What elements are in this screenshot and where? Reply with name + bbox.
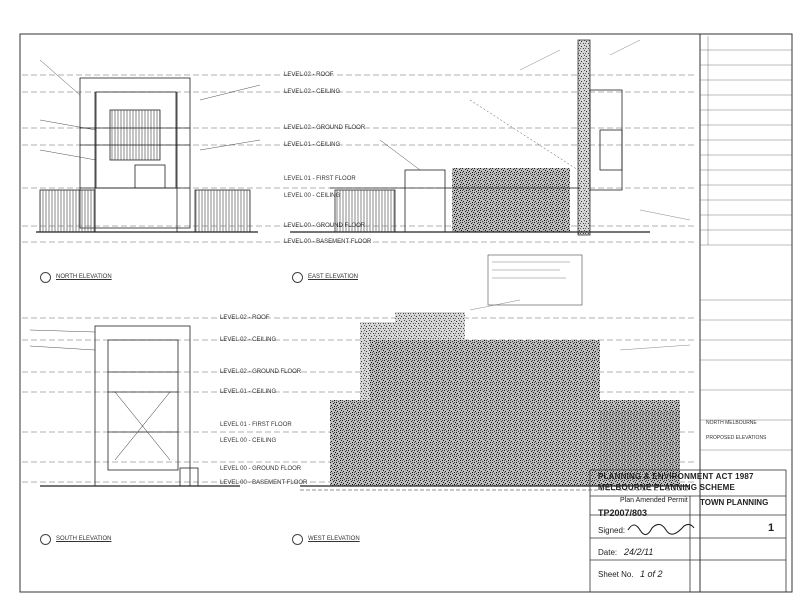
level-label: LEVEL 00 - CEILING <box>284 193 341 199</box>
level-label: LEVEL 02 - ROOF <box>284 72 334 78</box>
title-block: NORTH MELBOURNE PROPOSED ELEVATIONS <box>700 35 792 590</box>
east-elevation-drawing <box>290 39 650 306</box>
level-label: LEVEL 00 - GROUND FLOOR <box>284 223 366 229</box>
sheet-number-large: 1 <box>768 522 775 534</box>
town-planning-label: TOWN PLANNING <box>700 498 769 507</box>
level-label: LEVEL 00 - CEILING <box>220 438 277 444</box>
planning-stamp-box <box>589 469 787 593</box>
level-label: LEVEL 02 - GROUND FLOOR <box>220 369 302 375</box>
south-elevation-title: SOUTH ELEVATION <box>56 536 112 542</box>
north-elevation-title: NORTH ELEVATION <box>56 274 112 280</box>
level-label: LEVEL 00 - GROUND FLOOR <box>220 466 302 472</box>
stamp-act: PLANNING & ENVIRONMENT ACT 1987 <box>598 472 754 481</box>
east-view-marker <box>292 272 303 283</box>
east-elevation-title: EAST ELEVATION <box>308 274 359 280</box>
west-elevation-drawing <box>300 312 690 491</box>
west-view-marker <box>292 534 303 545</box>
north-elevation-drawing <box>36 59 261 233</box>
stamp-date: 24/2/11 <box>624 547 654 557</box>
level-label: LEVEL 02 - ROOF <box>220 315 270 321</box>
permit-number: TP2007/803 <box>598 508 648 518</box>
date-label: Date: <box>598 548 618 557</box>
signature <box>627 523 695 536</box>
planning-stamp: PLANNING & ENVIRONMENT ACT 1987 MELBOURN… <box>590 470 786 592</box>
stamp-plan-type: Plan Amended Permit <box>620 497 688 504</box>
level-label: LEVEL 02 - CEILING <box>220 337 277 343</box>
south-elevation-drawing <box>29 325 240 487</box>
drawing-name: PROPOSED ELEVATIONS <box>706 435 767 441</box>
west-elevation-title: WEST ELEVATION <box>308 536 360 542</box>
level-label: LEVEL 01 - CEILING <box>284 142 341 148</box>
level-label: LEVEL 02 - GROUND FLOOR <box>284 125 366 131</box>
level-label: LEVEL 00 - BASEMENT FLOOR <box>284 239 372 245</box>
stamp-scheme: MELBOURNE PLANNING SCHEME <box>598 483 736 492</box>
level-label: LEVEL 01 - FIRST FLOOR <box>284 176 356 182</box>
south-view-marker <box>40 534 51 545</box>
sheet-label: Sheet No. <box>598 570 634 579</box>
project-name: NORTH MELBOURNE <box>706 420 757 426</box>
level-label: LEVEL 01 - FIRST FLOOR <box>220 422 292 428</box>
north-view-marker <box>40 272 51 283</box>
level-label: LEVEL 02 - CEILING <box>284 89 341 95</box>
sheet-value: 1 of 2 <box>640 569 663 579</box>
level-label: LEVEL 00 - BASEMENT FLOOR <box>220 480 308 486</box>
signed-label: Signed: <box>598 526 626 535</box>
level-label: LEVEL 01 - CEILING <box>220 389 277 395</box>
